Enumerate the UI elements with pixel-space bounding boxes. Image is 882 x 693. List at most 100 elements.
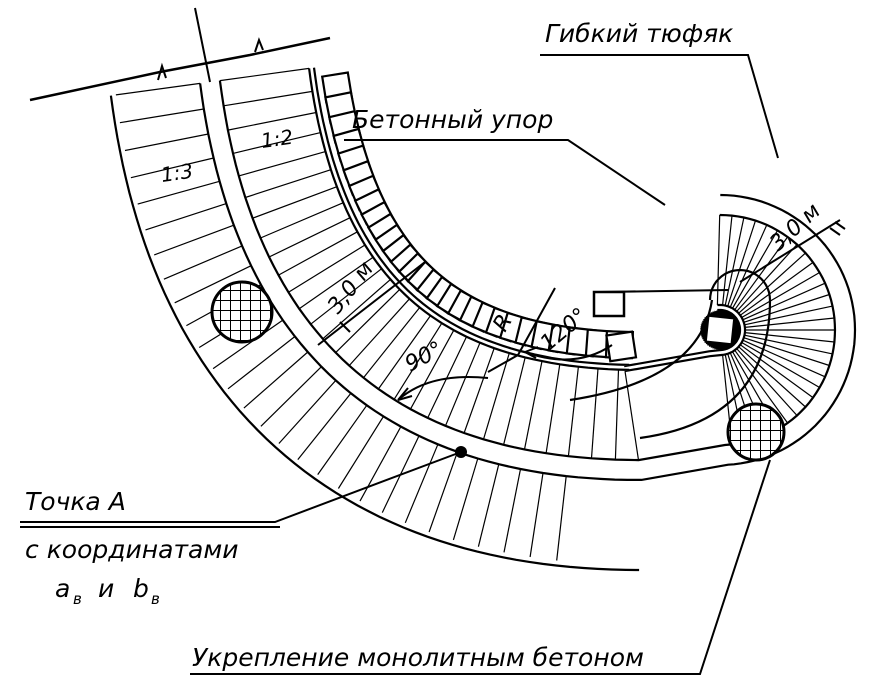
label-coord-b: b: [133, 574, 149, 603]
rib-line-inner: [124, 133, 209, 152]
rib-line: [348, 298, 410, 367]
rib-line: [377, 315, 431, 390]
rib-line: [716, 214, 721, 306]
rib-line: [738, 346, 806, 408]
rib-line: [482, 352, 510, 440]
rib-line-inner: [163, 245, 243, 280]
mattress-block: [704, 314, 736, 346]
rib-line: [727, 220, 757, 307]
mattress-block: [605, 330, 638, 363]
rib-line: [393, 322, 443, 400]
label-coord-a-sub: в: [73, 590, 82, 608]
structure-body: [109, 67, 857, 572]
rib-line-inner: [404, 444, 439, 524]
bank-line: [29, 36, 331, 102]
rib-line-inner: [337, 416, 385, 489]
radius-line-ext: [487, 354, 519, 373]
concrete-stop-block: [592, 290, 626, 318]
label-coord-b-sub: в: [151, 590, 160, 608]
rib-line: [739, 344, 814, 399]
rib-line-inner: [227, 336, 296, 390]
rib-line-inner: [115, 82, 201, 96]
rib-line: [427, 336, 468, 419]
rib-line-inner: [503, 468, 522, 553]
radius-line: [517, 287, 556, 356]
rib-line: [722, 215, 733, 306]
rib-line: [590, 368, 599, 459]
label-coord-a: a: [55, 574, 70, 603]
dim-tick-left: [339, 321, 351, 333]
rib-line: [335, 288, 401, 354]
rib-line: [739, 261, 814, 316]
leader-point-a: [20, 451, 462, 523]
rib-line: [743, 337, 830, 367]
rib-line: [278, 231, 358, 276]
rib-line: [219, 67, 310, 82]
slope-1-2: 1:2: [259, 125, 294, 153]
rib-line-inner: [452, 458, 479, 541]
rib-line: [624, 371, 640, 461]
label-monolithic: Укрепление монолитным бетоном: [192, 643, 644, 672]
rib-line-inner: [174, 265, 252, 304]
rib-line-inner: [428, 451, 459, 533]
rib-line-inner: [556, 476, 567, 561]
rib-line: [742, 282, 826, 321]
leader-flexible-mattress: [540, 54, 779, 159]
rib-line-inner: [212, 319, 284, 370]
dim-angle-90: 90°: [401, 337, 447, 377]
rib-line: [729, 224, 768, 308]
rib-line: [734, 349, 789, 424]
slope-1-3: 1:3: [159, 159, 194, 187]
rib-line: [567, 366, 579, 457]
rib-line-inner: [137, 180, 220, 205]
rib-line: [731, 230, 779, 309]
rib-line-inner: [260, 366, 322, 427]
label-concrete-stop: Бетонный упор: [352, 105, 553, 134]
rib-line: [238, 151, 326, 177]
rib-line: [743, 293, 830, 323]
rib-line-inner: [297, 392, 352, 460]
rib-line: [545, 364, 561, 454]
rib-line: [227, 111, 317, 131]
rib-line: [245, 169, 332, 199]
label-point-a: Точка А: [25, 487, 126, 516]
hatched-circle-right: [726, 402, 786, 462]
rib-line: [310, 268, 382, 325]
rib-line: [736, 244, 798, 312]
dim-line-left: [317, 261, 426, 346]
rib-line-inner: [145, 203, 227, 231]
rib-line: [298, 256, 374, 310]
rib-line: [363, 307, 421, 379]
rib-line-inner: [153, 224, 235, 256]
rib-line: [523, 360, 543, 450]
rib-line: [744, 332, 835, 343]
rib-line-inner: [278, 379, 337, 444]
axis-line: [194, 7, 211, 83]
flexible-mattress-blocks: [320, 71, 740, 363]
rib-line-inner: [359, 426, 402, 502]
rib-line: [463, 347, 495, 434]
rib-line-inner: [119, 108, 204, 124]
rib-line: [741, 341, 820, 389]
break-mark-2: [254, 37, 264, 53]
leader-monolithic: [190, 459, 771, 675]
rib-line: [736, 348, 798, 416]
rib-line-inner: [477, 464, 500, 547]
angle-120-arc: [524, 344, 613, 361]
rib-line: [252, 186, 338, 219]
rib-line: [744, 305, 833, 326]
rib-line: [232, 132, 321, 154]
label-coord-and: и: [98, 574, 114, 603]
leader-concrete-stop: [344, 139, 666, 206]
rib-line: [614, 369, 620, 460]
structure-line-1: [312, 67, 742, 368]
rib-line-inner: [243, 351, 309, 409]
rib-line: [744, 317, 835, 328]
rib-line: [744, 334, 833, 355]
rib-line-inner: [317, 404, 368, 475]
inner-edge-trunk: [109, 95, 640, 572]
rib-line: [268, 217, 351, 258]
label-coordinates: с координатами: [25, 535, 238, 564]
rib-line: [734, 236, 789, 311]
